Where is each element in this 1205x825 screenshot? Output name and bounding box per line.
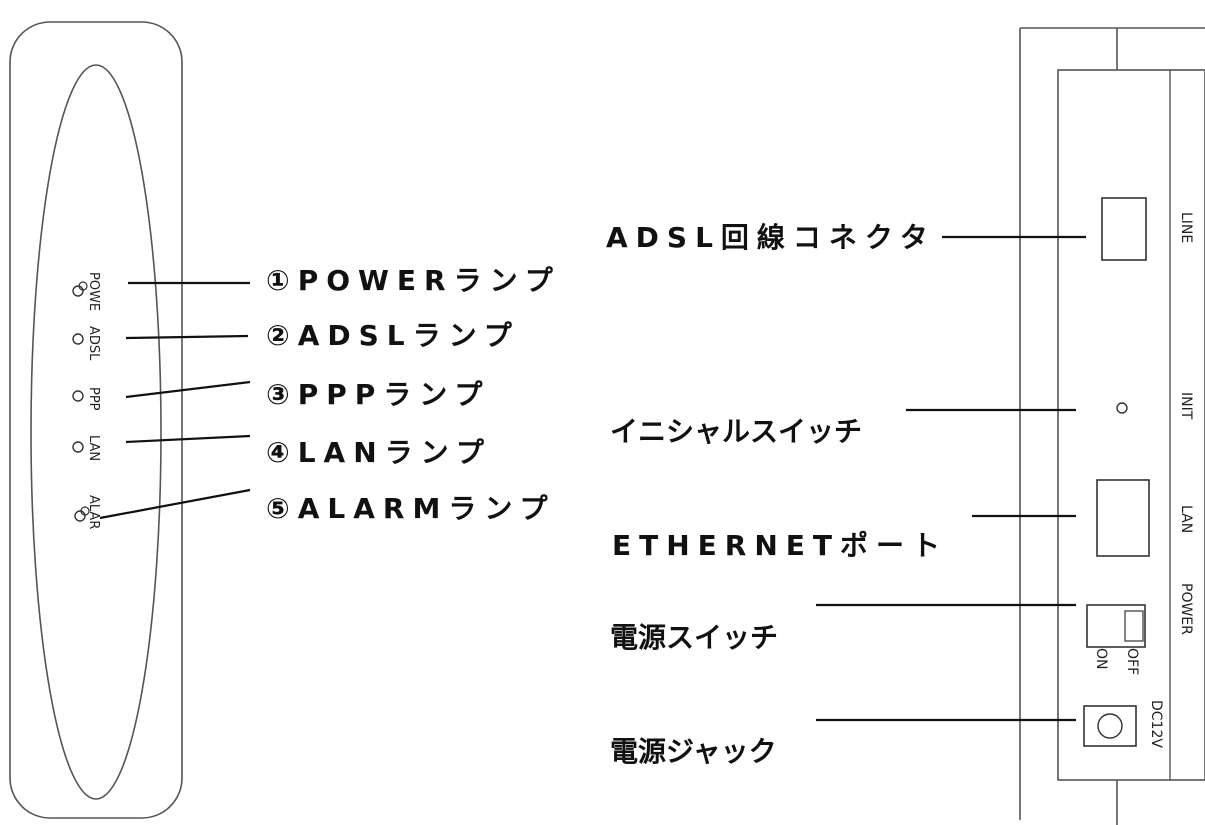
led-label-lan: LAN <box>86 435 101 461</box>
power-switch-knob <box>1124 610 1144 642</box>
callout-initial-switch: イニシャルスイッチ <box>610 415 863 448</box>
alarm-led-overlap <box>80 506 90 516</box>
ppp-led <box>72 390 84 402</box>
port-label-power: POWER <box>1178 583 1194 635</box>
power-led-overlap <box>78 281 88 291</box>
callout-ethernet-port: ETHERNETポート <box>612 529 949 562</box>
port-label-init: INIT <box>1178 392 1194 420</box>
callout-adsl-lamp: ②ADSLランプ <box>266 319 520 352</box>
line-port <box>1101 197 1147 261</box>
leader-lan <box>125 434 251 444</box>
init-button <box>1116 402 1128 414</box>
leader-alarm <box>99 488 251 520</box>
leader-adsl <box>125 334 249 340</box>
dc-jack-hole <box>1097 713 1123 739</box>
led-label-alarm: ALAR <box>86 495 101 529</box>
power-switch-body <box>1086 604 1146 648</box>
callout-power-jack: 電源ジャック <box>610 735 777 768</box>
port-label-lan: LAN <box>1178 505 1194 533</box>
leader-ppp <box>125 380 251 399</box>
lan-port <box>1096 479 1150 557</box>
callout-lan-lamp: ④LANランプ <box>266 436 492 469</box>
front-panel-window <box>30 64 162 800</box>
front-panel-body <box>9 21 183 819</box>
adsl-led <box>72 333 84 345</box>
callout-power-lamp: ①POWERランプ <box>266 264 561 297</box>
alarm-led <box>74 510 86 522</box>
port-label-line: LINE <box>1178 212 1194 243</box>
callout-alarm-lamp: ⑤ALARMランプ <box>266 492 556 525</box>
power-led <box>72 285 84 297</box>
led-label-power: POWE <box>86 272 101 311</box>
led-label-adsl: ADSL <box>86 326 101 361</box>
callout-adsl-connector: ADSL回線コネクタ <box>606 221 936 254</box>
callout-power-switch: 電源スイッチ <box>610 621 779 654</box>
port-label-off: OFF <box>1124 648 1140 675</box>
lan-led <box>72 441 84 453</box>
rear-panel-body <box>1057 69 1205 781</box>
dc-jack-body <box>1083 705 1137 747</box>
led-label-ppp: PPP <box>86 387 101 411</box>
callout-ppp-lamp: ③PPPランプ <box>266 378 491 411</box>
port-label-dc12v: DC12V <box>1148 700 1164 748</box>
port-label-on: ON <box>1093 648 1109 670</box>
